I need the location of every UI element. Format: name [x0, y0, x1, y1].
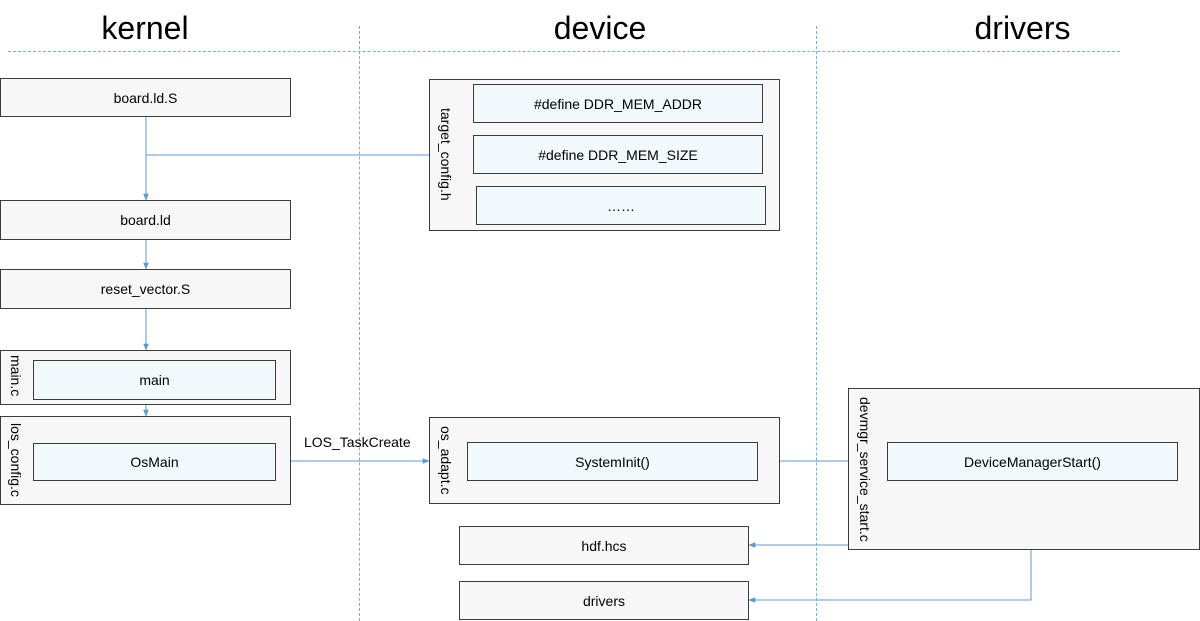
systeminit-func-box: SystemInit()	[467, 442, 758, 481]
devmgr-container: devmgr_service_start.c DeviceManagerStar…	[848, 388, 1200, 550]
board-lds-label: board.ld.S	[113, 89, 178, 106]
header-divider	[8, 51, 1120, 52]
drivers-box: drivers	[459, 581, 749, 620]
target-config-file-label: target_config.h	[438, 108, 454, 201]
osmain-func-box: OsMain	[33, 443, 276, 481]
main-c-container: main.c main	[0, 350, 291, 405]
ellipsis-box: ……	[476, 186, 766, 225]
main-func-label: main	[139, 372, 170, 388]
os-adapt-file-label: os_adapt.c	[438, 426, 454, 495]
los-config-container: los_config.c OsMain	[0, 416, 291, 505]
hdf-hcs-label: hdf.hcs	[581, 537, 627, 554]
drivers-label: drivers	[582, 592, 625, 609]
column-title-kernel: kernel	[101, 10, 189, 46]
devicemanager-func-box: DeviceManagerStart()	[887, 442, 1178, 481]
column-divider-right	[816, 26, 817, 621]
board-lds-box: board.ld.S	[0, 78, 291, 117]
reset-vector-label: reset_vector.S	[100, 281, 191, 297]
ddr-mem-size-label: #define DDR_MEM_SIZE	[538, 146, 698, 163]
column-title-drivers: drivers	[974, 10, 1071, 46]
column-divider-left	[359, 26, 360, 621]
ddr-mem-addr-label: #define DDR_MEM_ADDR	[533, 95, 703, 112]
os-adapt-container: os_adapt.c SystemInit()	[429, 417, 780, 504]
task-create-edge-label: LOS_TaskCreate	[304, 434, 411, 450]
osmain-func-label: OsMain	[130, 454, 179, 470]
systeminit-func-label: SystemInit()	[575, 453, 650, 470]
ddr-mem-addr-box: #define DDR_MEM_ADDR	[473, 84, 763, 123]
los-config-file-label: los_config.c	[8, 423, 24, 497]
board-ld-label: board.ld	[120, 212, 171, 228]
board-ld-box: board.ld	[0, 200, 291, 240]
reset-vector-box: reset_vector.S	[0, 269, 291, 309]
column-title-device: device	[553, 10, 647, 46]
devicemanager-func-label: DeviceManagerStart()	[964, 453, 1101, 470]
main-c-file-label: main.c	[8, 355, 24, 397]
ellipsis-label: ……	[607, 197, 635, 214]
edge-devicemanager-to-drivers	[748, 545, 1032, 603]
ddr-mem-size-box: #define DDR_MEM_SIZE	[473, 135, 763, 174]
hdf-hcs-box: hdf.hcs	[459, 526, 749, 565]
main-func-box: main	[33, 360, 276, 400]
target-config-container: target_config.h #define DDR_MEM_ADDR #de…	[429, 79, 780, 231]
devmgr-file-label: devmgr_service_start.c	[857, 397, 873, 542]
